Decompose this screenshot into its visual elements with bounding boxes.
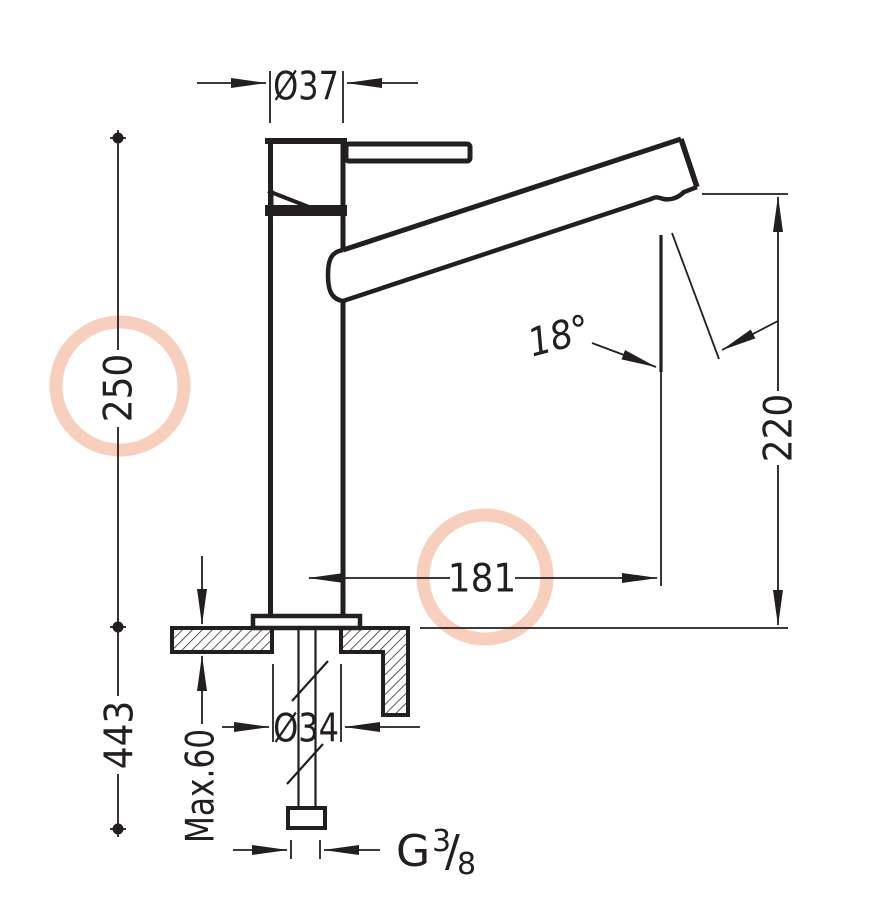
datum-dot-bottom	[110, 821, 126, 837]
dim-angle-leader-right	[721, 320, 779, 351]
label-hole-diameter: Ø34	[273, 707, 339, 752]
highlight-circle-181	[416, 508, 554, 646]
counter-left-section	[170, 626, 274, 654]
spout-body-fillet	[325, 247, 344, 304]
label-thread-numerator: 3	[432, 824, 451, 859]
label-thread-prefix: G	[396, 826, 430, 877]
label-spout-angle: 18°	[523, 306, 595, 366]
cartridge-slant-line	[267, 189, 310, 209]
datum-dot-middle-circle	[112, 621, 124, 633]
spout-axis-extension-line	[671, 232, 720, 360]
label-spout-reach: 181	[448, 555, 516, 601]
counter-right-section	[339, 626, 410, 717]
highlight-circle-250	[49, 315, 191, 457]
label-height-total: 443	[96, 701, 142, 769]
dim-angle-leader-left	[591, 342, 657, 368]
label-thread-slash: /	[445, 826, 460, 877]
shank-break-mark-upper	[291, 660, 329, 702]
collar-band	[265, 205, 347, 216]
connector-nut	[286, 806, 327, 830]
label-spout-outlet-height: 220	[755, 394, 801, 462]
datum-dot-top	[110, 130, 126, 146]
label-thread-denominator: 8	[457, 847, 476, 882]
shank-break-mark-lower	[286, 743, 324, 785]
highlight-rings	[49, 315, 554, 646]
label-spout-diameter: Ø37	[273, 65, 339, 110]
faucet-outline	[250, 136, 700, 830]
handle-lever	[343, 141, 473, 164]
datum-dot-middle	[110, 619, 126, 635]
datum-dot-top-circle	[112, 132, 124, 144]
datum-dot-bottom-circle	[112, 823, 124, 835]
base-flange	[250, 613, 363, 631]
spout-end-face	[678, 138, 700, 188]
label-max-counter-thickness: Max.60	[178, 729, 223, 843]
dimension-labels: Ø37 250 443 Max.60 Ø34 181 220 18° G 3 /…	[95, 65, 801, 882]
label-height-counter-to-top: 250	[95, 354, 141, 422]
spout-upper-edge	[342, 136, 682, 253]
dimension-annotations	[110, 71, 788, 859]
spout-lower-edge	[342, 184, 698, 304]
label-thread-size: G 3 / 8	[396, 816, 476, 882]
countertop-section	[170, 626, 410, 717]
